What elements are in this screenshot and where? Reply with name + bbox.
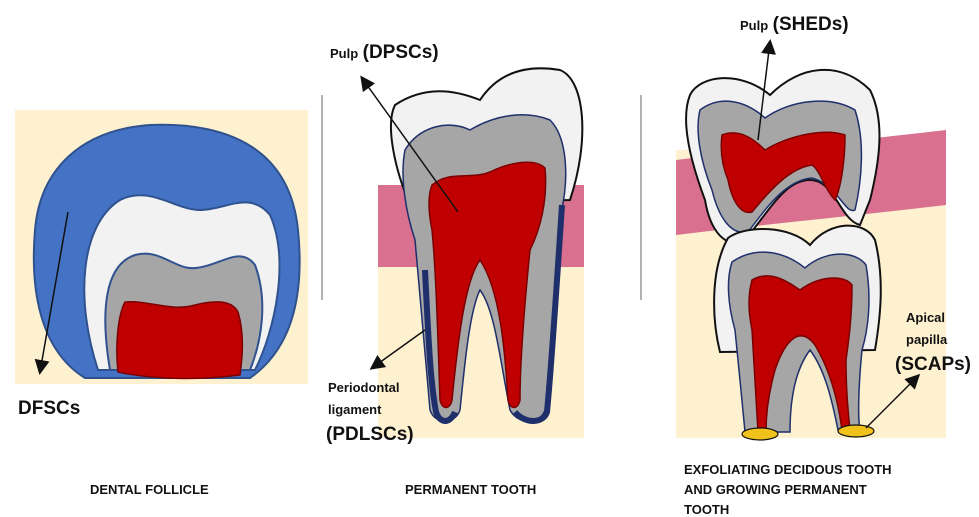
- deciduous-tooth-panel: [676, 42, 946, 440]
- dpscs-label-cells: (DPSCs): [363, 42, 439, 63]
- deciduous-caption-line1: EXFOLIATING DECIDOUS TOOTH: [684, 462, 892, 477]
- dpscs-label-prefix: Pulp: [330, 46, 358, 61]
- dpscs-label: Pulp (DPSCs): [330, 42, 439, 64]
- deciduous-caption-line2: AND GROWING PERMANENT: [684, 482, 867, 497]
- deciduous-caption-line3: TOOTH: [684, 502, 729, 517]
- apical-papilla-right: [838, 425, 874, 437]
- pdl-label-line2: ligament: [328, 402, 381, 417]
- apical-label-line1: Apical: [906, 310, 945, 325]
- dental-follicle-panel: [15, 110, 308, 384]
- dental-follicle-caption: DENTAL FOLLICLE: [90, 482, 209, 497]
- apical-papilla-left: [742, 428, 778, 440]
- pdl-label-line1: Periodontal: [328, 380, 400, 395]
- sheds-label-prefix: Pulp: [740, 18, 768, 33]
- sheds-label-cells: (SHEDs): [773, 14, 849, 35]
- sheds-label: Pulp (SHEDs): [740, 14, 849, 36]
- dfscs-label: DFSCs: [18, 398, 80, 420]
- scaps-label: (SCAPs): [895, 354, 971, 376]
- apical-label-line2: papilla: [906, 332, 947, 347]
- permanent-tooth-caption: PERMANENT TOOTH: [405, 482, 536, 497]
- pdlscs-label: (PDLSCs): [326, 424, 414, 446]
- follicle-pulp: [117, 302, 243, 379]
